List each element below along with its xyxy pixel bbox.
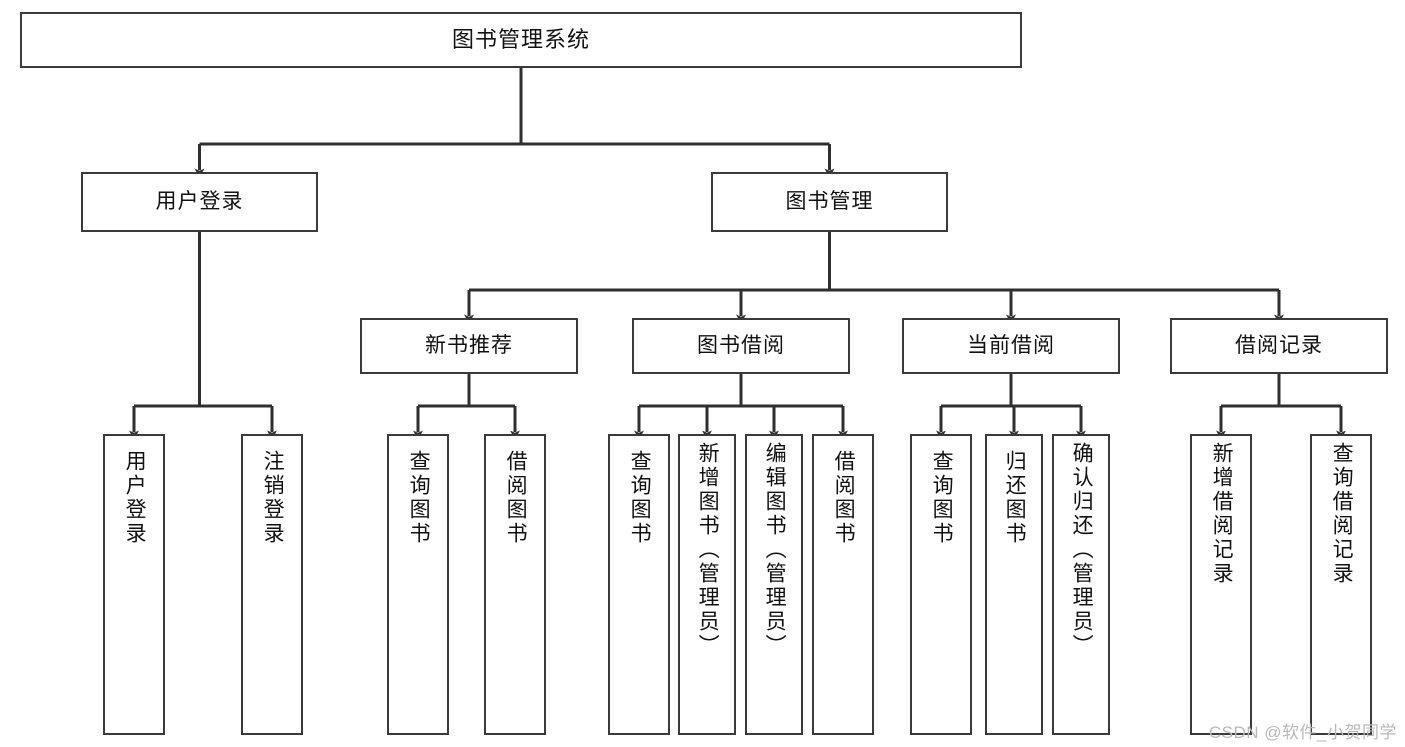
node-leaf-query-borrow-record[interactable]: 查询借阅记录 (1310, 434, 1372, 735)
node-leaf-borrow-book-2[interactable]: 借阅图书 (812, 434, 874, 735)
node-label: 归还图书 (1003, 450, 1027, 546)
node-leaf-logout[interactable]: 注销登录 (241, 434, 303, 735)
watermark-text: CSDN @软件_小贺同学 (1208, 723, 1397, 742)
node-leaf-query-book-2[interactable]: 查询图书 (608, 434, 670, 735)
node-root[interactable]: 图书管理系统 (20, 12, 1022, 68)
node-leaf-user-login[interactable]: 用户登录 (103, 434, 165, 735)
node-label: 注销登录 (261, 450, 285, 546)
node-label: 图书管理系统 (451, 26, 590, 52)
node-label: 确认归还（管理员） (1070, 442, 1094, 658)
node-label: 新增图书（管理员） (696, 442, 720, 658)
node-borrow-record[interactable]: 借阅记录 (1170, 318, 1388, 374)
node-label: 编辑图书（管理员） (763, 442, 787, 658)
node-leaf-query-book-3[interactable]: 查询图书 (910, 434, 972, 735)
node-label: 新书推荐 (425, 334, 513, 358)
node-label: 图书借阅 (697, 334, 785, 358)
node-label: 新增借阅记录 (1210, 442, 1234, 586)
node-label: 借阅图书 (832, 450, 856, 546)
node-book-borrow[interactable]: 图书借阅 (632, 318, 850, 374)
node-label: 当前借阅 (967, 334, 1055, 358)
node-leaf-edit-book-admin[interactable]: 编辑图书（管理员） (745, 434, 803, 735)
node-label: 图书管理 (785, 190, 874, 214)
node-label: 借阅图书 (504, 450, 528, 546)
node-label: 查询图书 (628, 450, 652, 546)
node-label: 查询图书 (407, 450, 431, 546)
node-leaf-query-book-1[interactable]: 查询图书 (387, 434, 449, 735)
node-new-book-recommend[interactable]: 新书推荐 (360, 318, 578, 374)
node-leaf-add-book-admin[interactable]: 新增图书（管理员） (678, 434, 736, 735)
node-leaf-borrow-book-1[interactable]: 借阅图书 (484, 434, 546, 735)
node-leaf-return-book[interactable]: 归还图书 (985, 434, 1043, 735)
node-label: 借阅记录 (1235, 334, 1323, 358)
node-current-borrow[interactable]: 当前借阅 (902, 318, 1120, 374)
node-label: 用户登录 (155, 190, 244, 214)
node-leaf-confirm-return-admin[interactable]: 确认归还（管理员） (1052, 434, 1110, 735)
node-label: 查询借阅记录 (1330, 442, 1354, 586)
node-label: 查询图书 (930, 450, 954, 546)
node-label: 用户登录 (123, 450, 147, 546)
node-book-manage[interactable]: 图书管理 (711, 172, 948, 232)
node-user-login[interactable]: 用户登录 (81, 172, 318, 232)
node-leaf-add-borrow-record[interactable]: 新增借阅记录 (1190, 434, 1252, 735)
